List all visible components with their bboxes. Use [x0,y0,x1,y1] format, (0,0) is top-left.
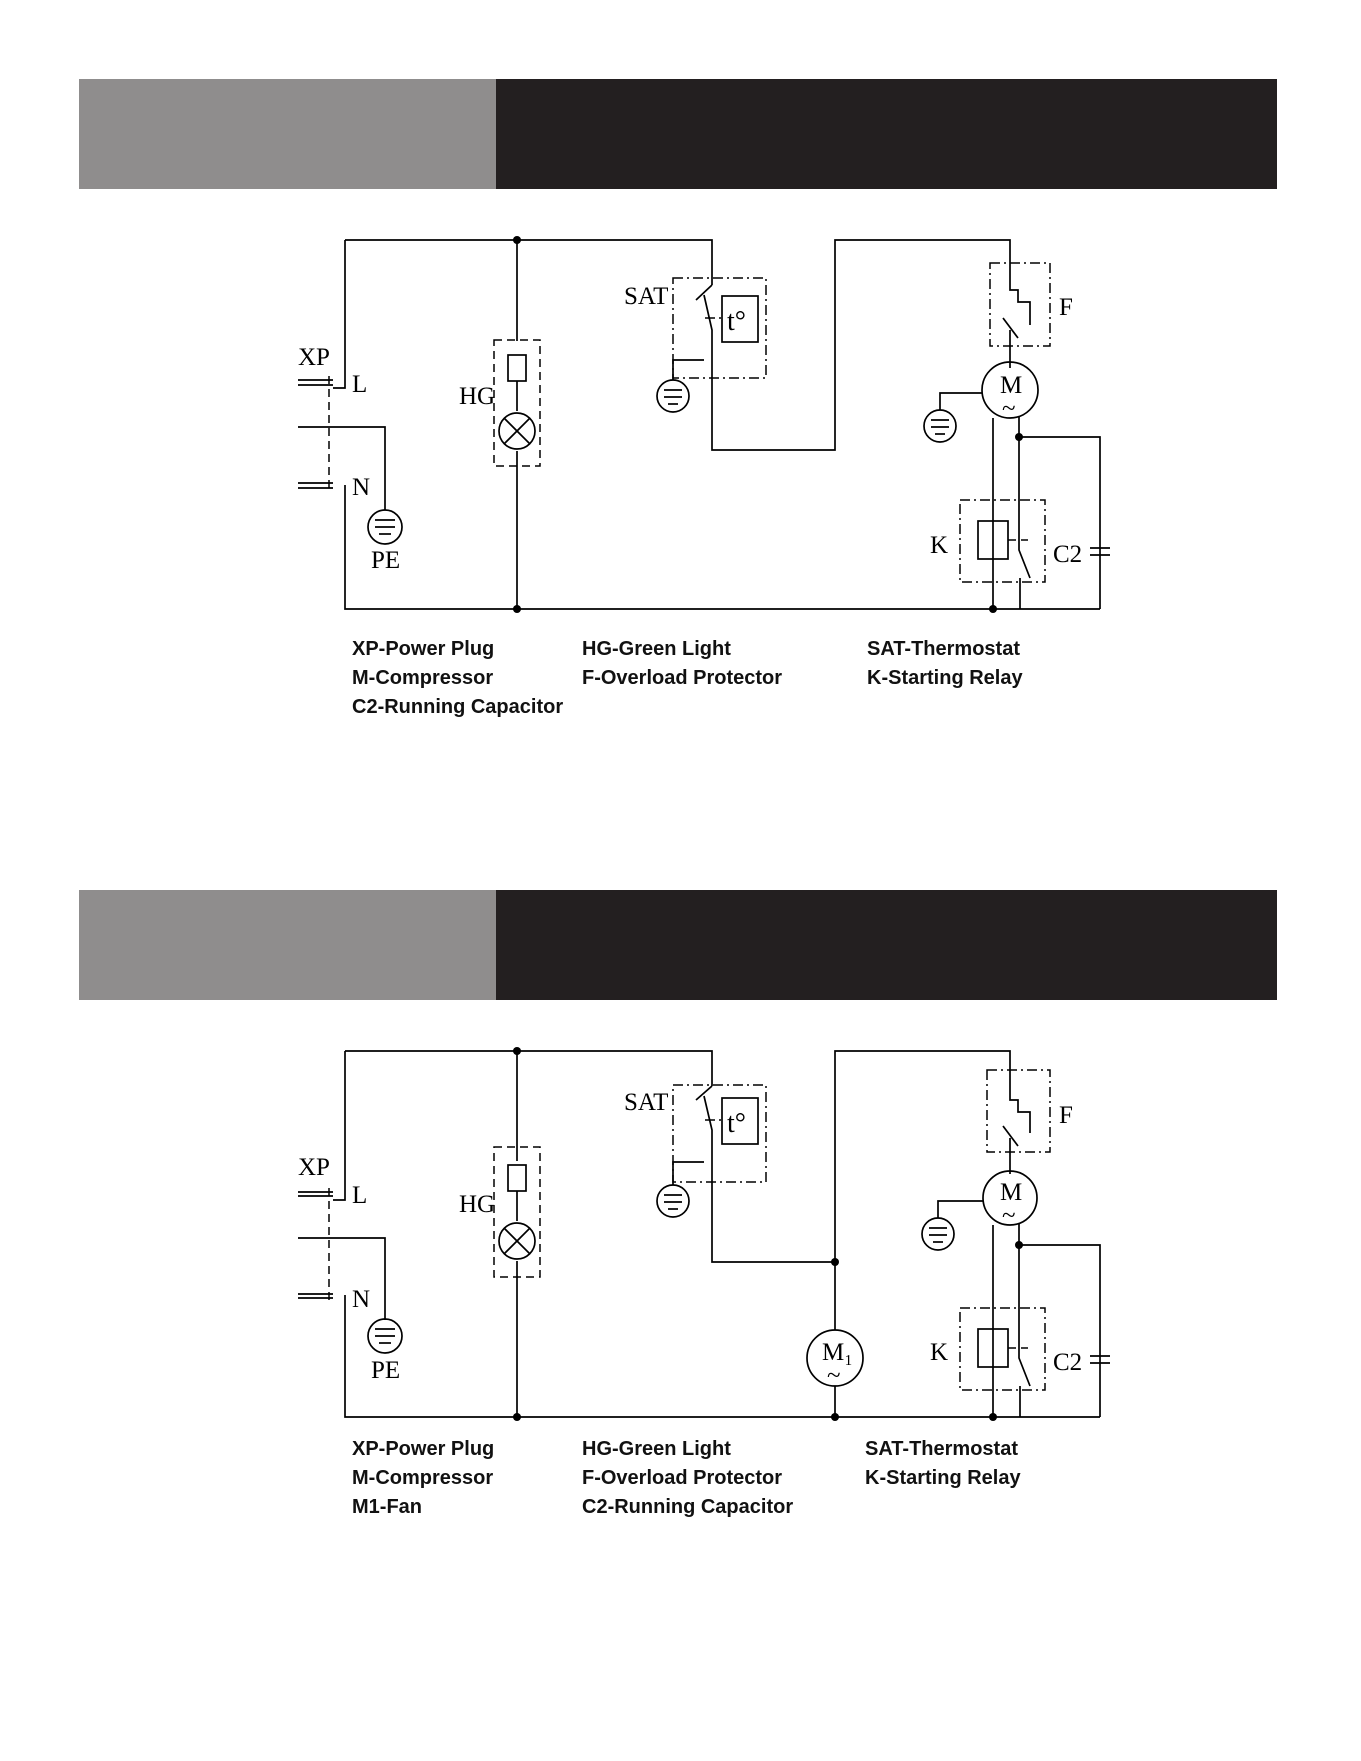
label-m: M [1000,372,1022,399]
label-f: F [1059,1102,1073,1129]
label-f: F [1059,294,1073,321]
wiring-diagram-2-svg: XP L N PE HG SAT t° M ~ M₁ ~ F K C2 [298,1047,1110,1421]
label-m1: M₁ [822,1339,853,1366]
legend-column-3: SAT-Thermostat K-Starting Relay [865,1435,1021,1493]
ground-symbol-compressor [923,409,957,443]
legend-item: M1-Fan [352,1496,422,1518]
ground-symbol-sat [656,1184,690,1218]
label-k: K [930,532,948,559]
ground-symbol-compressor [921,1217,955,1251]
legend-item: C2-Running Capacitor [582,1496,794,1518]
label-tilde: ~ [1002,1202,1016,1229]
ground-symbol-sat [656,379,690,413]
label-l: L [352,1182,367,1209]
label-xp: XP [298,1154,330,1181]
label-n: N [352,474,370,501]
label-n: N [352,1286,370,1313]
label-pe: PE [371,547,400,574]
label-c2: C2 [1053,1349,1082,1376]
wire-top-left [345,239,713,285]
label-k: K [930,1339,948,1366]
wiring-diagram-1: XP L N PE HG SAT t° M ~ F K C2 XP-Power … [0,0,1361,720]
label-hg: HG [459,383,495,410]
band-left-block [79,79,496,189]
legend-item: F-Overload Protector [582,1467,783,1489]
band-right-block [496,890,1277,1000]
label-c2: C2 [1053,541,1082,568]
legend-item: HG-Green Light [582,638,731,660]
legend-column-2: HG-Green Light F-Overload Protector C2-R… [582,1435,793,1522]
legend-item: K-Starting Relay [865,1467,1021,1489]
label-sat: SAT [624,1089,668,1116]
label-temp: t° [727,1108,746,1139]
legend-column-2: HG-Green Light F-Overload Protector [582,635,782,693]
legend-column-3: SAT-Thermostat K-Starting Relay [867,635,1023,693]
label-temp: t° [727,306,746,337]
band-right-block [496,79,1277,189]
wiring-diagram-1-svg: XP L N PE HG SAT t° M ~ F K C2 [298,236,1110,613]
band-left-block [79,890,496,1000]
label-hg: HG [459,1191,495,1218]
ground-symbol-pe [367,509,403,545]
legend-item: K-Starting Relay [867,667,1023,689]
label-l: L [352,371,367,398]
section-header-band-1 [79,79,1277,189]
legend-item: XP-Power Plug [352,638,495,660]
label-pe: PE [371,1357,400,1384]
legend-item: HG-Green Light [582,1438,731,1460]
legend-column-1: XP-Power Plug M-Compressor M1-Fan [352,1435,494,1522]
legend-item: F-Overload Protector [582,667,783,689]
ground-symbol-pe [367,1318,403,1354]
label-sat: SAT [624,283,668,310]
label-tilde-fan: ~ [827,1362,841,1389]
label-m: M [1000,1179,1022,1206]
legend-item: C2-Running Capacitor [352,696,564,718]
legend-column-1: XP-Power Plug M-Compressor C2-Running Ca… [352,635,563,722]
section-header-band-2 [79,890,1277,1000]
wiring-diagram-2: XP L N PE HG SAT t° M ~ M₁ ~ F K C2 XP-P… [0,1030,1361,1590]
label-tilde: ~ [1002,395,1016,422]
legend-item: SAT-Thermostat [867,638,1020,660]
label-xp: XP [298,344,330,371]
legend-item: SAT-Thermostat [865,1438,1018,1460]
legend-item: M-Compressor [352,1467,494,1489]
legend-item: XP-Power Plug [352,1438,495,1460]
legend-item: M-Compressor [352,667,494,689]
